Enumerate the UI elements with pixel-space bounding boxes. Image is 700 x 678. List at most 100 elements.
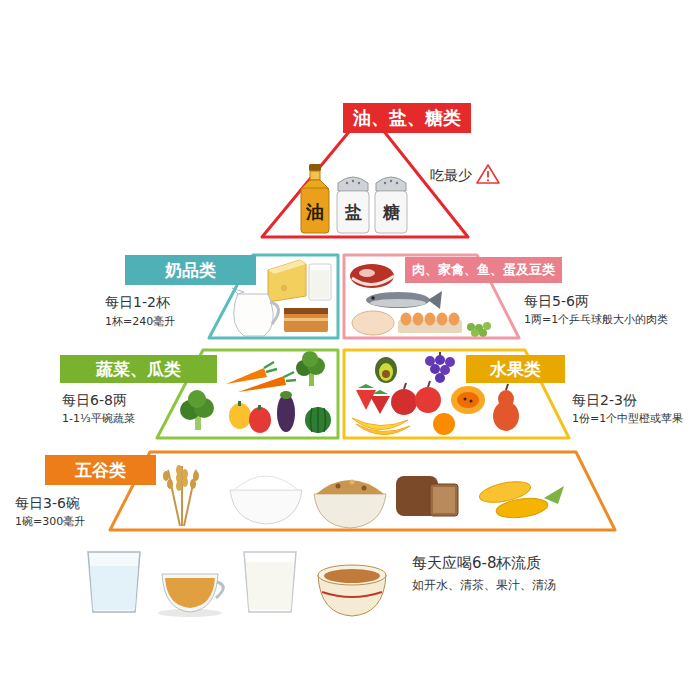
- vegetable-picture: [249, 407, 271, 433]
- serving-size: 1-1⅓平碗蔬菜: [62, 412, 135, 426]
- shaker-hole: [358, 182, 360, 184]
- bottle-neck: [310, 171, 320, 180]
- tier-label: 肉、家禽、鱼、蛋及豆类: [405, 257, 562, 283]
- vegetable-picture: [226, 368, 267, 384]
- dairy-picture: [284, 308, 328, 332]
- vegetable-picture: [188, 390, 206, 408]
- dairy-tier: 奶品类每日1-2杯1杯=240毫升: [209, 255, 338, 338]
- grain-picture: [430, 484, 458, 516]
- dairy-picture: [311, 270, 330, 299]
- daily-amount: 每日6-8两: [62, 391, 127, 409]
- fruit-picture: [470, 400, 473, 403]
- tier-outline: [344, 350, 569, 438]
- protein-picture: [425, 313, 436, 326]
- fluid-picture: [162, 574, 218, 612]
- vegetable-picture: [258, 405, 261, 410]
- fruit-picture: [375, 357, 397, 383]
- sweets-tier: 油、盐、糖类吃最少 油盐糖: [255, 100, 475, 240]
- shaker-hole: [384, 182, 386, 184]
- tier-label: 水果类: [466, 355, 565, 383]
- shaker-cap: [338, 177, 368, 191]
- bottle-label: 盐: [345, 202, 362, 222]
- shaker-hole: [346, 182, 348, 184]
- tier-label: 油、盐、糖类: [343, 103, 471, 133]
- shaker-body: [337, 191, 369, 233]
- vegetable-picture: [284, 372, 296, 381]
- grain-picture: [167, 479, 173, 489]
- protein-picture: [359, 269, 375, 277]
- serving-size: 1碗=300毫升: [15, 515, 85, 529]
- warning-note: 吃最少: [430, 166, 472, 184]
- fluid-picture: [324, 569, 380, 583]
- tier-outline: [110, 452, 615, 530]
- grain-picture: [230, 490, 302, 524]
- grain-picture: [168, 466, 196, 526]
- shaker-hole: [390, 180, 392, 182]
- grain-picture: [362, 486, 367, 491]
- dairy-picture: [284, 318, 328, 321]
- dairy-picture: [284, 308, 328, 314]
- oil-bottle: 油: [300, 164, 330, 234]
- grain-picture: [234, 476, 298, 490]
- fruit-picture: [457, 392, 479, 408]
- vegetable-picture: [311, 407, 326, 433]
- fruit-picture: [506, 384, 508, 390]
- grain-picture: [336, 484, 341, 489]
- warning-icon: [487, 171, 489, 178]
- fruit-picture: [415, 387, 441, 413]
- tier-outline: [110, 452, 615, 530]
- protein-tier: 肉、家禽、鱼、蛋及豆类每日5-6两1两=1个乒乓球般大小的肉类: [344, 255, 519, 338]
- protein-picture: [352, 311, 394, 335]
- daily-amount: 每日2-3份: [572, 391, 637, 409]
- bottle-body: [301, 188, 329, 233]
- warning-icon: [487, 179, 489, 181]
- bottle-cap: [309, 164, 321, 171]
- fruit-picture: [356, 424, 410, 435]
- shaker-hole: [396, 182, 398, 184]
- bottle-shape: [300, 164, 330, 234]
- daily-amount: 每日5-6两: [524, 292, 589, 310]
- grain-picture: [314, 494, 386, 528]
- fluid-picture: [88, 552, 386, 617]
- fluid-picture: [90, 566, 138, 610]
- fruit-picture: [379, 363, 393, 381]
- dairy-picture: [268, 260, 306, 302]
- fruit-picture: [382, 370, 390, 378]
- fruit-picture: [435, 355, 445, 365]
- grain-picture: [316, 480, 384, 494]
- protein-picture: [437, 313, 448, 326]
- vegetable-picture: [280, 391, 292, 399]
- dairy-picture: [309, 264, 331, 300]
- grain-tier: 五谷类每日3-6碗1碗=300毫升: [110, 452, 615, 530]
- fruit-picture: [391, 389, 417, 415]
- protein-picture: [350, 264, 394, 288]
- protein-picture: [352, 276, 394, 285]
- shaker-cap: [376, 177, 406, 191]
- protein-picture: [471, 329, 479, 337]
- fruit-picture: [430, 364, 440, 374]
- fruit-picture: [498, 390, 514, 408]
- sugar-shaker: 糖: [374, 174, 408, 234]
- shaker-body: [375, 191, 407, 233]
- serving-size: 1两=1个乒乓球般大小的肉类: [524, 313, 668, 327]
- protein-picture: [370, 299, 426, 307]
- grain-picture: [163, 465, 564, 528]
- grain-picture: [182, 477, 188, 487]
- tier-label: 奶品类: [125, 255, 256, 285]
- fluid-picture: [244, 552, 296, 612]
- salt-shaker: 盐: [336, 174, 370, 234]
- protein-picture: [483, 322, 491, 330]
- vegetable-picture: [305, 407, 331, 433]
- vegetable-tier: 蔬菜、瓜类每日6-8两1-1⅓平碗蔬菜: [157, 350, 338, 438]
- protein-picture: [479, 329, 487, 337]
- serving-size: 1份=1个中型橙或苹果: [572, 412, 683, 426]
- warning-icon: [477, 165, 499, 183]
- fruit-picture: [352, 418, 408, 430]
- protein-picture: [413, 313, 424, 326]
- protein-picture: [401, 313, 412, 326]
- grain-picture: [544, 486, 564, 504]
- grain-picture: [190, 479, 196, 489]
- tier-label: 五谷类: [45, 455, 156, 485]
- protein-picture: [366, 292, 430, 308]
